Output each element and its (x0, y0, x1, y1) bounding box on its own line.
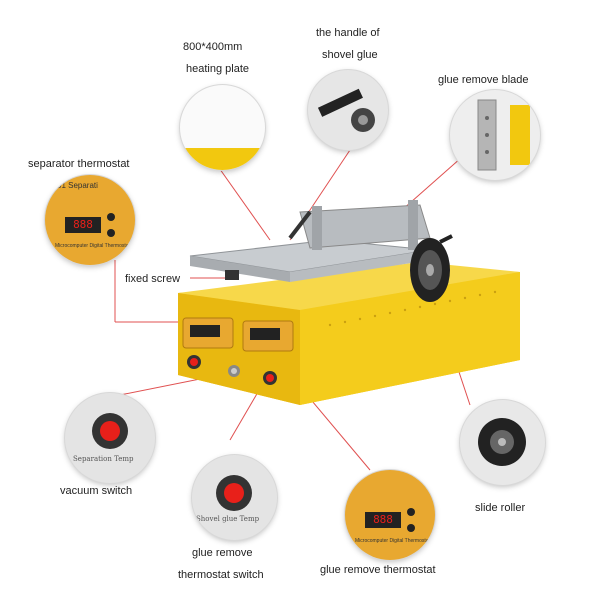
separation-temp-label: Separation Temp (73, 455, 134, 463)
vacuum-switch-detail: Separation Temp (65, 393, 155, 483)
glue-blade-detail (450, 90, 540, 180)
glue-remove-switch-label-2: thermostat switch (178, 569, 264, 581)
separator-caption: Microcomputer Digital Thermostat (55, 243, 130, 249)
separator-thermostat-detail: 01 Separati 888 Microcomputer Digital Th… (45, 175, 135, 265)
handle-label-1: the handle of (316, 27, 380, 39)
heating-plate-detail (180, 85, 265, 170)
slide-roller-label: slide roller (475, 502, 526, 514)
glue-remove-thermostat-detail: 888 Microcomputer Digital Thermostat (345, 470, 435, 560)
separator-display: 888 (65, 217, 101, 233)
fixed-screw-label: fixed screw (125, 273, 181, 285)
shovel-glue-temp-label: Shovel glue Temp (196, 515, 260, 523)
vacuum-switch-button[interactable] (100, 421, 120, 441)
slide-roller-detail (460, 400, 545, 485)
handle-icon (317, 88, 375, 132)
handle-label-2: shovel glue (322, 49, 378, 61)
glue-remove-button-up[interactable] (407, 508, 415, 516)
glue-remove-switch-detail: Shovel glue Temp (192, 455, 277, 540)
vacuum-switch-label: vacuum switch (60, 485, 133, 497)
separator-button-up[interactable] (107, 213, 115, 221)
heating-plate (189, 239, 431, 282)
heating-plate-label-1: 800*400mm (183, 41, 243, 53)
glue-remove-thermostat-label: glue remove thermostat (320, 564, 436, 576)
hand-wheel (410, 234, 453, 302)
separator-button-down[interactable] (107, 229, 115, 237)
glue-remove-caption: Microcomputer Digital Thermostat (355, 538, 430, 544)
glue-remove-switch-label-1: glue remove (192, 547, 253, 559)
blade-icon (477, 99, 530, 171)
separator-title-partial: 01 Separati (57, 181, 98, 190)
shovel-assembly (288, 200, 431, 250)
glue-remove-display: 888 (365, 512, 401, 528)
glue-remove-button-down[interactable] (407, 524, 415, 532)
glue-remove-switch-button[interactable] (224, 483, 244, 503)
separator-thermostat-label: separator thermostat (28, 158, 130, 170)
glue-remove-blade-label: glue remove blade (438, 74, 529, 86)
shovel-handle-detail (308, 70, 388, 150)
heating-plate-label-2: heating plate (186, 63, 249, 75)
machine-body (178, 262, 520, 405)
